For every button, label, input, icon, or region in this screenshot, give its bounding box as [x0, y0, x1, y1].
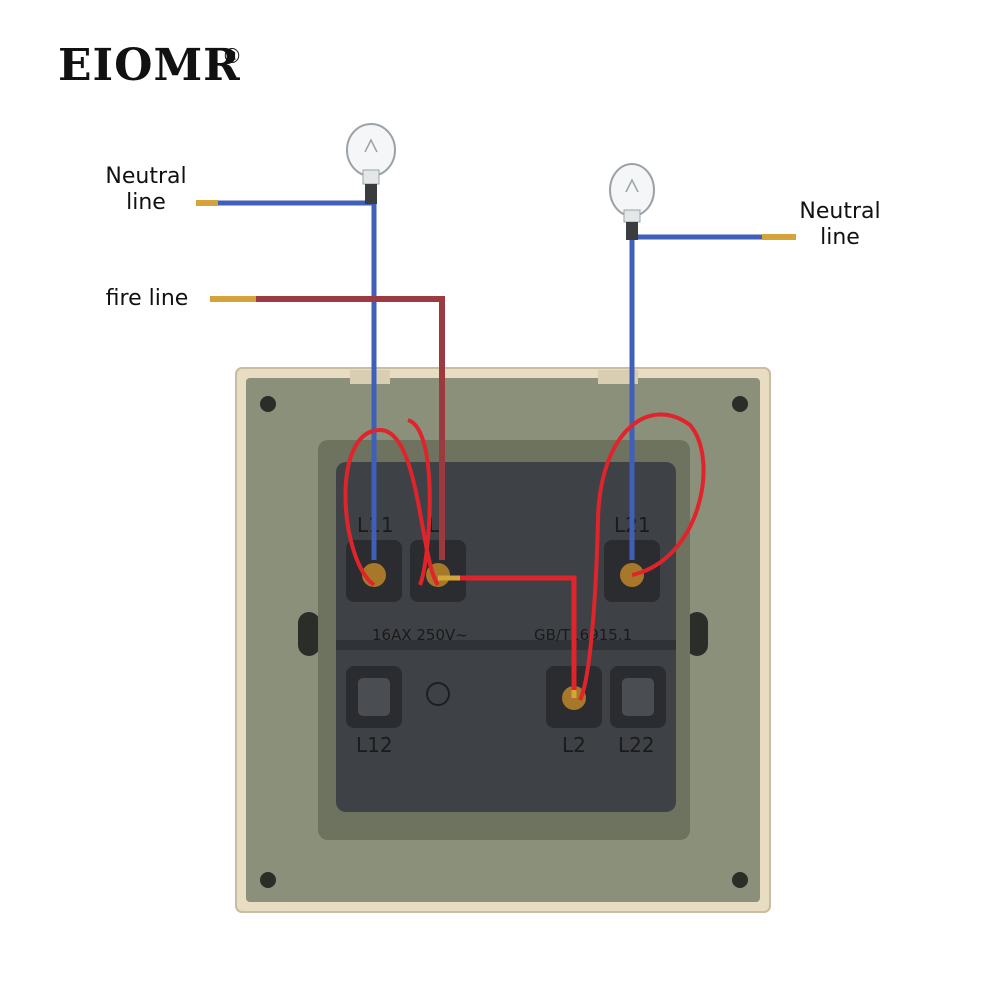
- terminal-slot-l22: [622, 678, 654, 716]
- terminal-label-l2: L2: [562, 733, 586, 757]
- red-jumper-left-strand: [407, 418, 432, 586]
- cert-mark-icon: [426, 682, 450, 706]
- terminal-label-l22: L22: [618, 733, 655, 757]
- terminal-slot-l12: [358, 678, 390, 716]
- mount-slot-left: [298, 612, 320, 656]
- standard-text: GB/T16915.1: [534, 626, 632, 644]
- light-bulb-right-icon: [609, 163, 655, 240]
- red-jumper-right-loop: [578, 412, 706, 701]
- frame-notch-right: [598, 370, 638, 384]
- terminal-label-l12: L12: [356, 733, 393, 757]
- neutral-line-label-left: Neutral line: [96, 164, 196, 216]
- frame-notch-left: [350, 370, 390, 384]
- neutral-label-right-line1: Neutral: [799, 199, 881, 224]
- fire-line-label: fire line: [92, 286, 202, 312]
- neutral-line-label-right: Neutral line: [792, 199, 888, 251]
- neutral-label-left-line1: Neutral: [105, 164, 187, 189]
- mount-slot-right: [686, 612, 708, 656]
- neutral-label-left-line2: line: [126, 190, 166, 215]
- fire-wire: [254, 296, 445, 560]
- fire-label-text: fire line: [105, 286, 189, 311]
- red-jumper-left-loop: [343, 427, 440, 587]
- light-bulb-left-icon: [346, 123, 396, 204]
- screw-hole-bottom-right: [732, 872, 748, 888]
- neutral-label-right-line2: line: [820, 225, 860, 250]
- screw-hole-top-left: [260, 396, 276, 412]
- screw-hole-bottom-left: [260, 872, 276, 888]
- registered-mark: ®: [222, 44, 242, 68]
- jumper-l-to-l2: [460, 575, 577, 690]
- brand-logo: EIOMR: [58, 40, 241, 91]
- rating-text: 16AX 250V~: [372, 626, 468, 644]
- screw-hole-top-right: [732, 396, 748, 412]
- module-divider: [336, 640, 676, 650]
